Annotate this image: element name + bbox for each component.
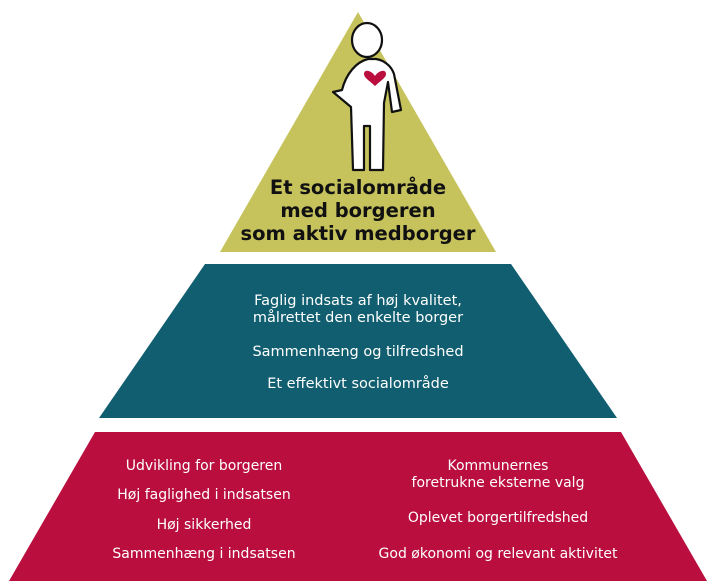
bottom-left-item: Udvikling for borgeren <box>125 458 283 474</box>
top-title-line: som aktiv medborger <box>240 222 476 245</box>
middle-item: Et effektivt socialområde <box>267 376 449 392</box>
top-title-line: med borgeren <box>280 199 436 222</box>
person-with-heart-icon <box>331 21 403 172</box>
bottom-right-item: Oplevet borgertilfredshed <box>407 510 589 526</box>
middle-item: Sammenhæng og tilfredshed <box>252 344 464 360</box>
bottom-left-item: Høj faglighed i indsatsen <box>117 487 291 503</box>
pyramid-middle-tier <box>99 264 617 418</box>
bottom-left-item: Høj sikkerhed <box>156 517 252 533</box>
bottom-left-item: Sammenhæng i indsatsen <box>112 546 296 562</box>
bottom-right-item-line: foretrukne eksterne valg <box>411 475 585 491</box>
pyramid-bottom-tier <box>9 432 707 581</box>
person-head-outline <box>350 21 384 59</box>
top-tier-title: Et socialområde med borgeren som aktiv m… <box>208 176 508 245</box>
top-title-line: Et socialområde <box>269 176 447 199</box>
bottom-right-item: God økonomi og relevant aktivitet <box>378 546 618 562</box>
middle-item-line: målrettet den enkelte borger <box>252 310 464 326</box>
heart-icon <box>364 70 386 86</box>
person-body-outline <box>331 57 403 172</box>
bottom-right-item-line: Kommunernes <box>447 458 549 474</box>
middle-item-line: Faglig indsats af høj kvalitet, <box>254 293 462 309</box>
